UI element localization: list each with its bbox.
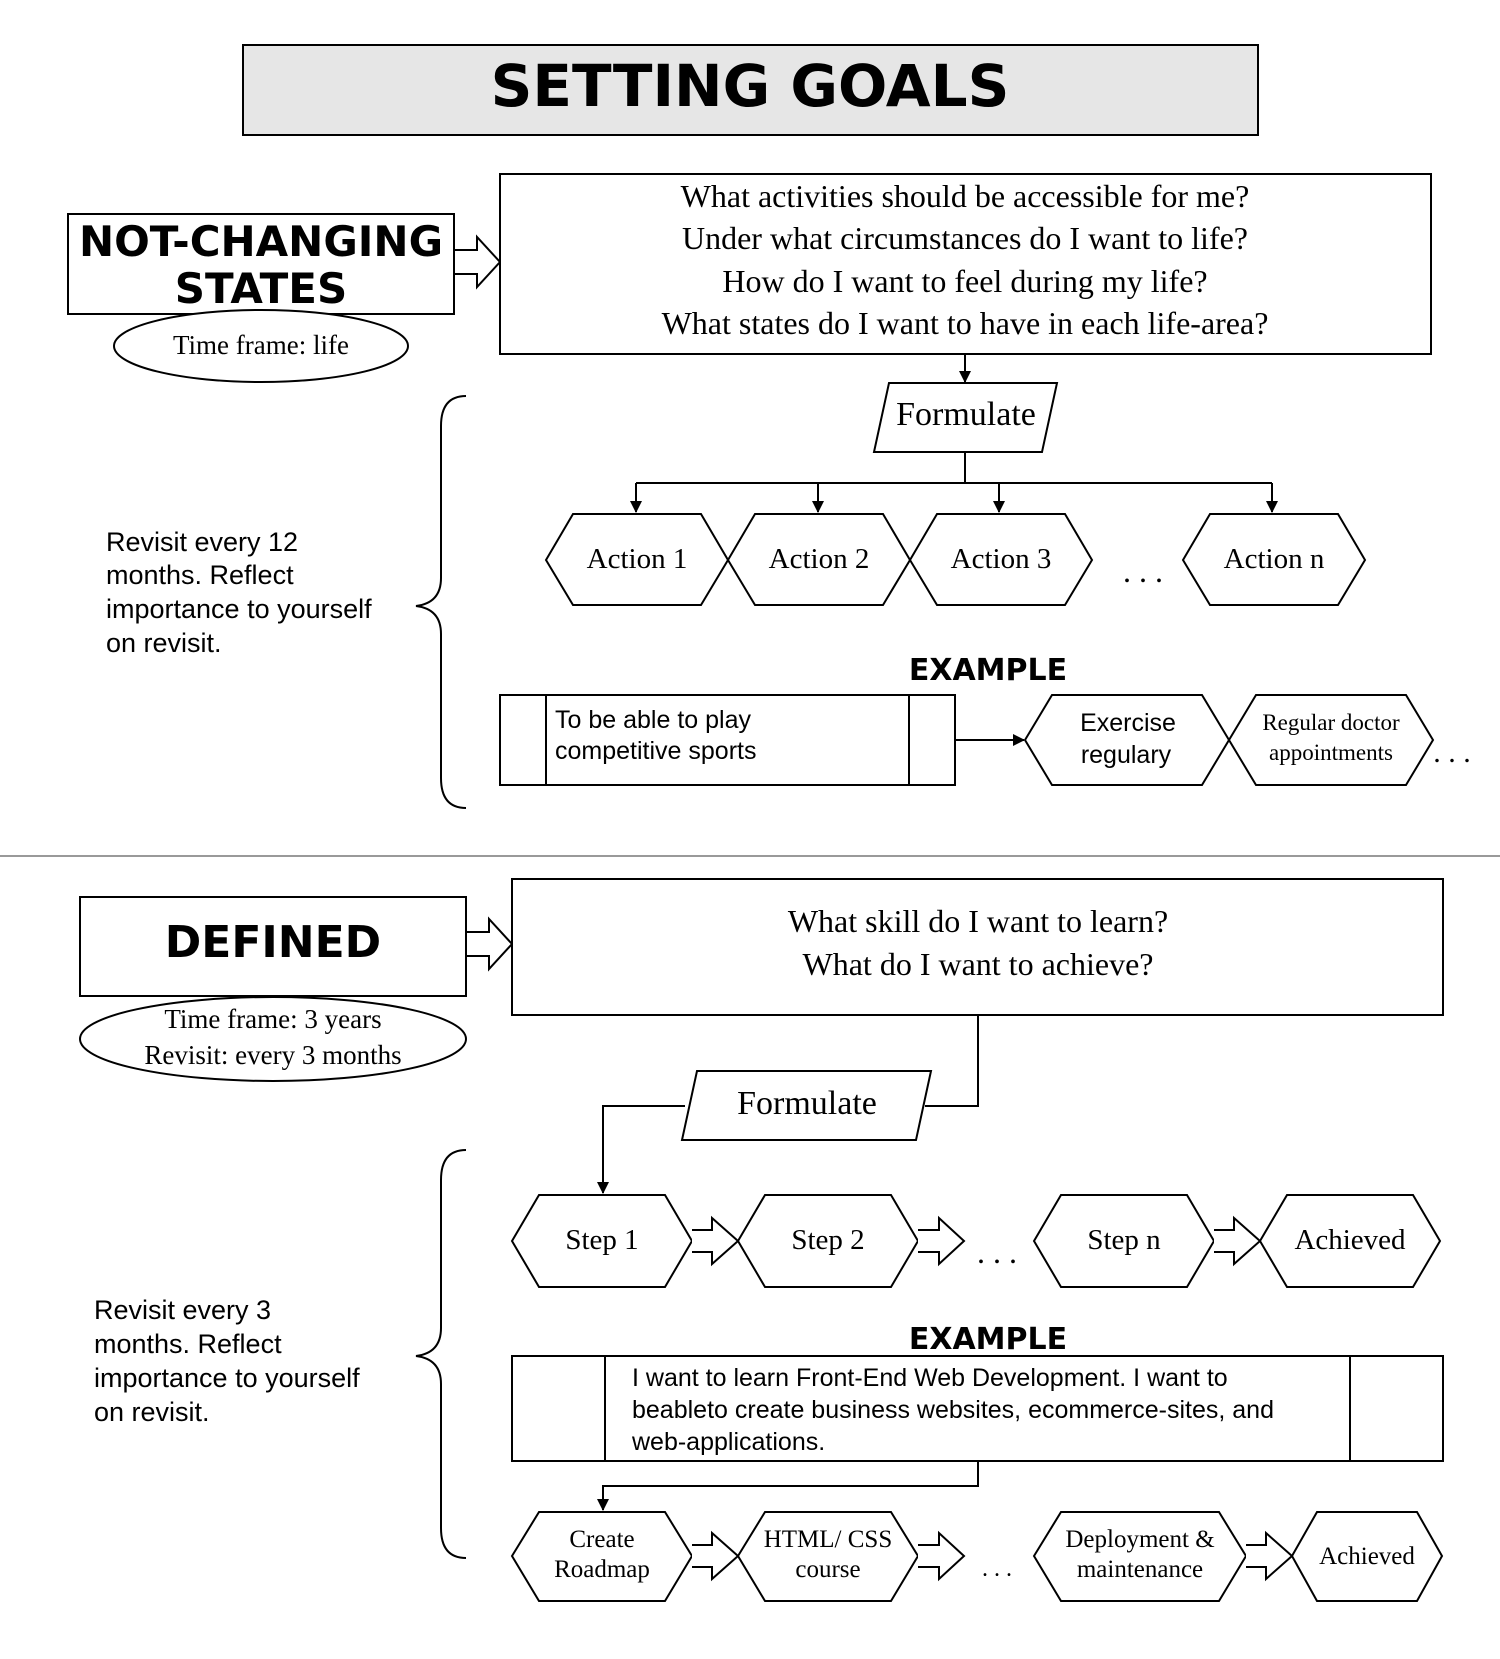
example-step-2-line-1: HTML/ CSS [764,1526,893,1553]
not-changing-revisit-line-4: on revisit. [106,628,222,658]
steps-ellipsis: . . . [977,1234,1017,1270]
not-changing-formulate-label: Formulate [896,396,1036,433]
example-step-block-arrow-1 [692,1530,740,1582]
example-action-1-line-1: Exercise [1080,709,1176,737]
defined-question-2: What do I want to achieve? [803,946,1154,982]
not-changing-example-process-box [499,694,956,786]
defined-example-label: EXAMPLE [909,1322,1067,1357]
example-step-block-arrow-n [1246,1530,1294,1582]
title-box [242,44,1259,136]
defined-block-arrow [467,916,514,972]
not-changing-example-text-line-1: To be able to play [555,706,751,734]
not-changing-time-frame-oval [113,309,409,383]
not-changing-question-2: Under what circumstances do I want to li… [682,220,1248,256]
example-action-2-line-1: Regular doctor [1262,710,1400,735]
step-label-1: Step 1 [565,1224,638,1256]
defined-revisit: Revisit: every 3 months [144,1040,401,1070]
defined-brace [415,1149,467,1559]
achieved-hexagon [1258,1194,1442,1288]
not-changing-question-1: What activities should be accessible for… [681,178,1250,214]
defined-example-text-line-3: web-applications. [631,1428,825,1456]
defined-label-box [79,896,467,997]
example-step-block-arrow-2 [918,1530,966,1582]
example-achieved-hexagon [1290,1511,1444,1602]
defined-questions-to-steps-connector [597,1015,979,1194]
not-changing-label-box [67,213,455,315]
not-changing-revisit-line-1: Revisit every 12 [106,527,298,557]
example-step-n-line-2: maintenance [1077,1556,1203,1583]
not-changing-revisit-line-3: importance to yourself [106,594,372,624]
defined-formulate-box [680,1070,933,1141]
actions-ellipsis: . . . [1123,553,1163,589]
defined-revisit-line-3: importance to yourself [94,1363,360,1393]
example-action-hexagon-2 [1227,694,1435,786]
defined-questions-box [511,878,1444,1016]
example-actions-ellipsis: . . . [1433,736,1471,769]
page-title: SETTING GOALS [491,52,1010,120]
action-label-2: Action 2 [769,543,870,575]
defined-time-frame: Time frame: 3 years [164,1004,381,1034]
step-label-2: Step 2 [791,1224,864,1256]
defined-revisit-line-4: on revisit. [94,1397,210,1427]
action-hexagon-n [1181,513,1367,606]
defined-example-to-steps-arrow [597,1461,979,1511]
not-changing-example-text-line-2: competitive sports [555,737,756,765]
step-label-n: Step n [1087,1224,1161,1256]
defined-time-frame-oval [79,996,467,1082]
example-achieved-label: Achieved [1319,1543,1415,1570]
example-action-2-line-2: appointments [1269,740,1393,765]
action-hexagon-3 [908,513,1094,606]
not-changing-example-label: EXAMPLE [909,653,1067,688]
not-changing-label-line1: NOT-CHANGING [79,217,443,266]
formulate-to-actions-connector [630,452,1278,513]
not-changing-formulate-box [872,382,1059,453]
defined-label: DEFINED [165,917,381,968]
example-steps-ellipsis: . . . [982,1556,1012,1582]
not-changing-label-line2: STATES [175,264,347,313]
example-step-1-line-2: Roadmap [554,1556,650,1583]
not-changing-time-frame: Time frame: life [173,330,349,360]
action-label-n: Action n [1224,543,1325,575]
step-block-arrow-2 [918,1215,966,1267]
action-label-3: Action 3 [951,543,1052,575]
defined-example-text-line-2: beableto create business websites, ecomm… [632,1396,1274,1424]
defined-question-1: What skill do I want to learn? [788,903,1168,939]
defined-example-text-line-1: I want to learn Front-End Web Developmen… [632,1364,1228,1392]
defined-revisit-line-2: months. Reflect [94,1329,282,1359]
not-changing-block-arrow [455,234,502,290]
not-changing-revisit-line-2: months. Reflect [106,560,294,590]
example-step-n-line-1: Deployment & [1065,1526,1214,1553]
not-changing-brace [415,395,467,809]
not-changing-questions-box [499,173,1432,355]
not-changing-question-3: How do I want to feel during my life? [722,263,1207,299]
step-block-arrow-n [1214,1215,1262,1267]
defined-example-process-box [511,1355,1444,1462]
defined-revisit-line-1: Revisit every 3 [94,1295,271,1325]
not-changing-question-4: What states do I want to have in each li… [662,305,1269,341]
action-label-1: Action 1 [587,543,688,575]
achieved-label: Achieved [1294,1224,1406,1256]
step-block-arrow-1 [692,1215,740,1267]
defined-formulate-label: Formulate [737,1085,877,1122]
example-step-1-line-1: Create [569,1526,634,1553]
example-action-1-line-2: regulary [1081,741,1172,769]
example-step-2-line-2: course [795,1556,860,1583]
